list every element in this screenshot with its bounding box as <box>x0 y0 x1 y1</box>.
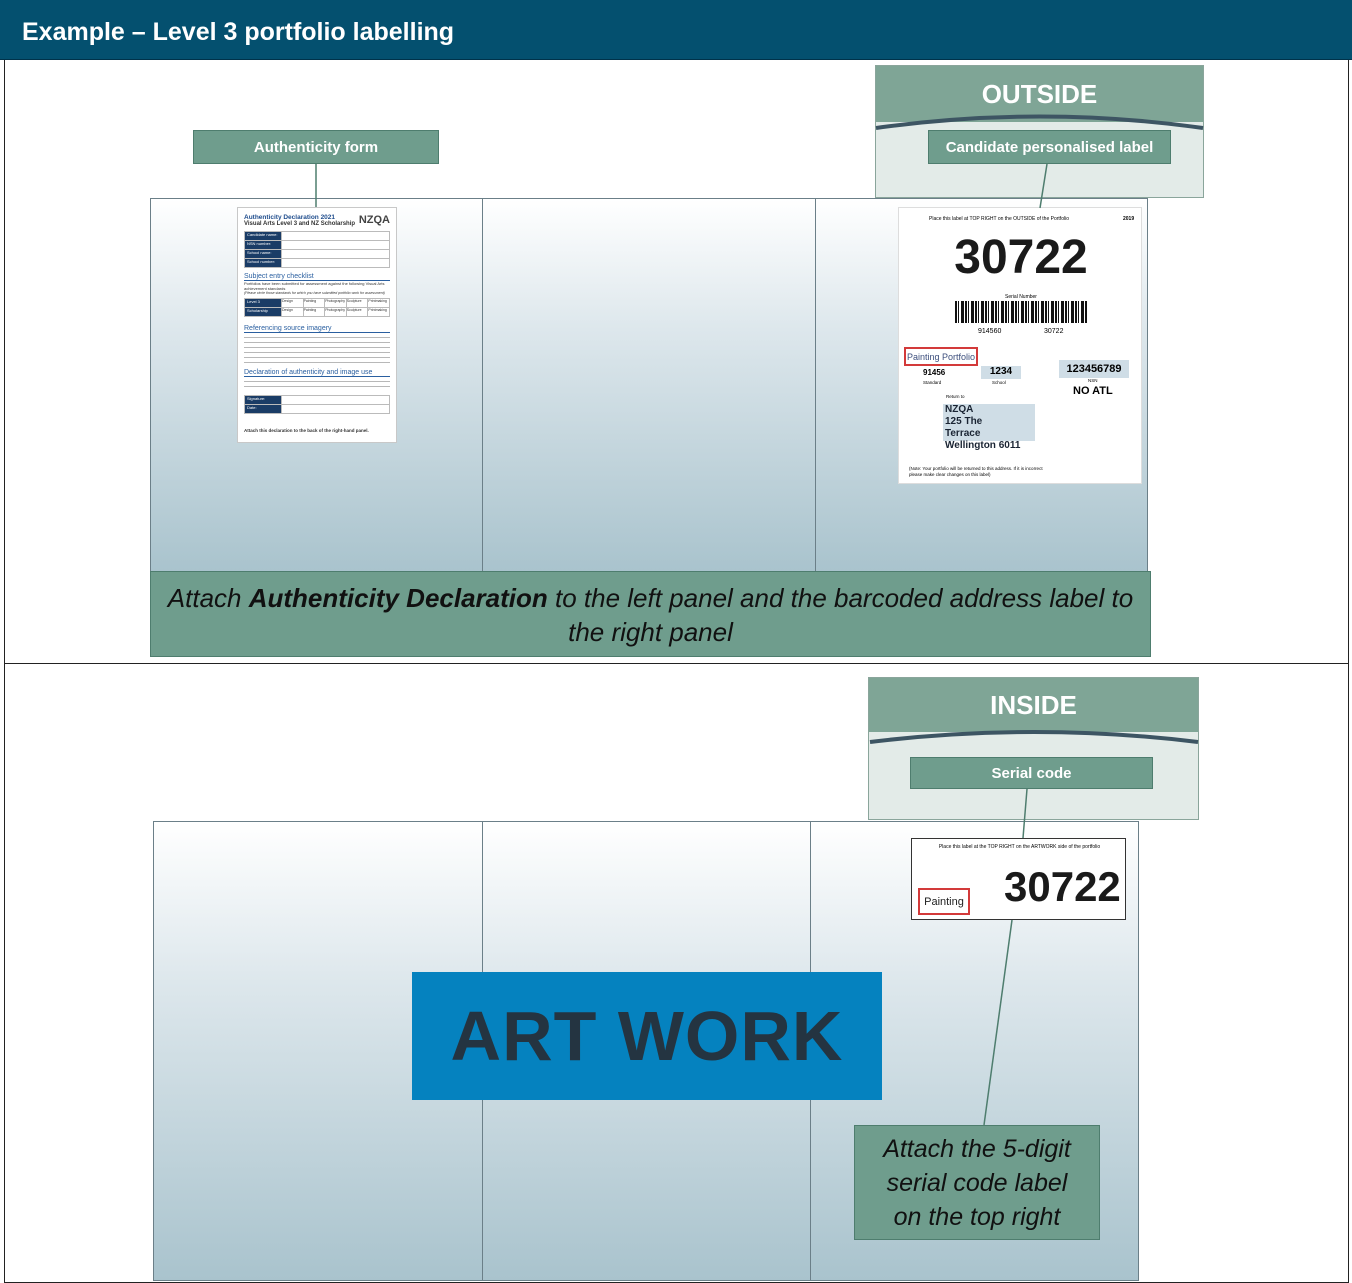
outside-heading: OUTSIDE <box>876 66 1203 122</box>
auth-doc-field: Signature: <box>245 396 389 405</box>
inside-instruction-line: on the top right <box>893 1203 1061 1231</box>
auth-doc-section-note: (Please circle those standards for which… <box>244 291 385 295</box>
atl-status: NO ATL <box>1073 385 1113 397</box>
nsn-caption: NSN <box>1088 378 1098 383</box>
artwork-box: ART WORK <box>412 972 882 1100</box>
auth-doc-fields: Candidate name: NSN number: School name:… <box>244 231 390 268</box>
outside-middle-panel <box>482 198 816 573</box>
inside-instruction-line: serial code label <box>886 1169 1068 1197</box>
page-title: Example – Level 3 portfolio labelling <box>22 18 455 46</box>
serial-code-label: Place this label at the TOP RIGHT on the… <box>911 838 1126 920</box>
inside-heading: INSIDE <box>869 678 1198 732</box>
barcoded-address-label: Place this label at TOP RIGHT on the OUT… <box>898 207 1142 484</box>
auth-doc-field: Candidate name: <box>245 232 389 241</box>
auth-doc-subtitle: Visual Arts Level 3 and NZ Scholarship <box>244 221 356 227</box>
school-caption: School <box>992 380 1006 385</box>
auth-doc-section-heading: Referencing source imagery <box>244 325 332 332</box>
portfolio-type-box: Painting Portfolio <box>904 347 978 366</box>
serial-number-caption: Serial Number <box>1005 294 1037 300</box>
barcode <box>955 301 1087 323</box>
standard-caption: Standard <box>923 380 942 385</box>
nzqa-logo: NZQA <box>358 214 390 226</box>
outside-instruction-before: Attach <box>167 583 249 613</box>
return-address: NZQA 125 The Terrace Wellington 6011 <box>945 404 1020 452</box>
address-line: Wellington 6011 <box>945 440 1021 451</box>
address-line: Terrace <box>945 428 981 439</box>
inside-instruction-line: Attach the 5-digit <box>883 1135 1071 1163</box>
auth-doc-section-heading: Declaration of authenticity and image us… <box>244 369 373 376</box>
authenticity-form-callout: Authenticity form <box>193 130 439 164</box>
auth-doc-section-heading: Subject entry checklist <box>244 273 314 280</box>
standard-number: 91456 <box>923 368 946 377</box>
auth-doc-field: School name: <box>245 250 389 259</box>
return-address-fill <box>943 404 1035 441</box>
address-line: NZQA <box>945 404 974 415</box>
address-line: 125 The <box>945 416 983 427</box>
auth-doc-body-text <box>244 335 390 365</box>
auth-doc-table: Level 3 Design Painting Photography Scul… <box>244 298 390 317</box>
auth-doc-body-text <box>244 379 390 391</box>
address-label-serial: 30722 <box>954 231 1088 284</box>
authenticity-declaration-document: Authenticity Declaration 2021 Visual Art… <box>237 207 397 443</box>
auth-doc-table-row: Level 3 Design Painting Photography Scul… <box>245 299 389 308</box>
return-caption: Return to <box>946 394 965 399</box>
auth-doc-field: NSN number: <box>245 241 389 250</box>
auth-doc-title: Authenticity Declaration 2021 <box>244 214 336 221</box>
auth-doc-footer: Attach this declaration to the back of t… <box>244 428 369 433</box>
outside-instruction-after: to the left panel and the barcoded addre… <box>547 583 1134 647</box>
address-label-instruction: Place this label at TOP RIGHT on the OUT… <box>929 216 1069 222</box>
auth-doc-section-text: Portfolios have been submitted for asses… <box>244 281 385 291</box>
address-label-note: (Note: Your portfolio will be returned t… <box>909 466 1043 477</box>
serial-label-number: 30722 <box>1004 863 1121 910</box>
outside-instruction-bold: Authenticity Declaration <box>248 583 548 613</box>
serial-label-type-box: Painting <box>918 888 970 915</box>
outside-instruction: Attach Authenticity Declaration to the l… <box>150 571 1151 657</box>
header-bar <box>0 0 1352 60</box>
auth-doc-field: School number: <box>245 259 389 267</box>
serial-label-instruction: Place this label at the TOP RIGHT on the… <box>938 844 1101 850</box>
auth-doc-table-row: Scholarship Design Painting Photography … <box>245 308 389 316</box>
candidate-label-callout: Candidate personalised label <box>928 130 1171 164</box>
nsn-number: 123456789 <box>1059 360 1129 378</box>
school-number: 1234 <box>981 366 1021 379</box>
inside-instruction: Attach the 5-digit serial code label on … <box>854 1125 1100 1240</box>
serial-code-callout: Serial code <box>910 757 1153 789</box>
barcode-right-number: 30722 <box>1044 328 1064 335</box>
address-label-year: 2019 <box>1123 216 1135 222</box>
auth-doc-field: Date: <box>245 405 389 413</box>
barcode-left-number: 914560 <box>978 328 1002 335</box>
auth-doc-sign-fields: Signature: Date: <box>244 395 390 414</box>
